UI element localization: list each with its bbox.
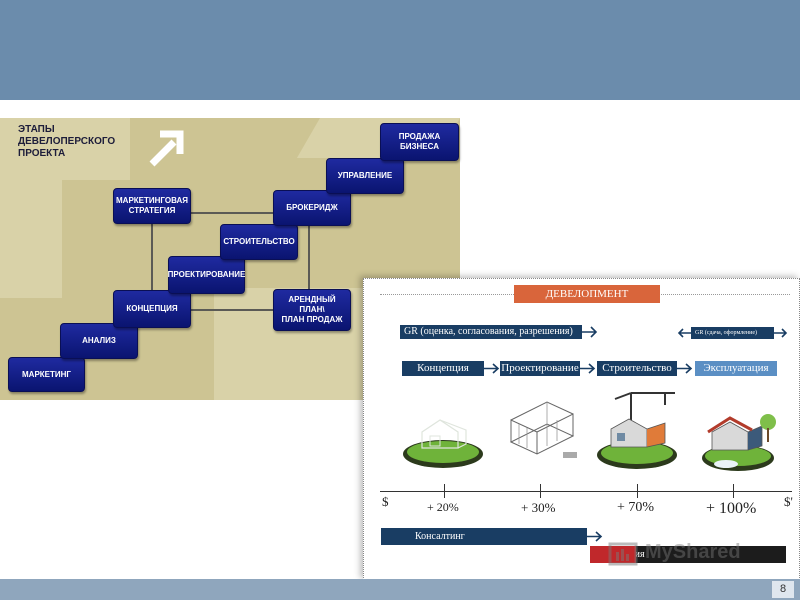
arrow-right-icon: [582, 326, 598, 338]
phase-exploitation: Эксплуатация: [695, 361, 777, 376]
phase-construction: Строительство: [597, 361, 677, 376]
scale-start-label: $: [382, 494, 389, 509]
watermark-logo-icon: [608, 542, 638, 566]
house-exploitation-illustration: [702, 414, 776, 471]
phase-design: Проектирование: [500, 361, 580, 376]
value-timeline-axis: [380, 491, 792, 492]
stages-title: ЭТАПЫ ДЕВЕЛОПЕРСКОГО ПРОЕКТА: [18, 124, 116, 159]
stage-construction: СТРОИТЕЛЬСТВО: [220, 224, 298, 260]
arrow-right-icon: [484, 363, 500, 374]
stage-marketing-strategy: МАРКЕТИНГОВАЯ СТРАТЕГИЯ: [113, 188, 191, 224]
realization-accent: [590, 546, 636, 563]
arrow-right-icon: [677, 363, 693, 374]
header-band: [0, 0, 800, 100]
consulting-bar: Консалтинг: [381, 528, 587, 545]
stage-brokerage: БРОКЕРИДЖ: [273, 190, 351, 226]
scale-value-100: + 100%: [706, 500, 757, 517]
timeline-tick: [733, 484, 734, 498]
connector-line: [190, 212, 280, 214]
stage-rental-plan: АРЕНДНЫЙ ПЛАН\ ПЛАН ПРОДАЖ: [273, 289, 351, 331]
stage-management: УПРАВЛЕНИЕ: [326, 158, 404, 194]
arrow-up-right-icon: [149, 130, 184, 167]
house-construction-illustration: [597, 392, 677, 469]
development-title: ДЕВЕЛОПМЕНТ: [514, 285, 660, 303]
house-concept-illustration: [403, 419, 483, 468]
scale-value-30: + 30%: [521, 500, 556, 515]
arrow-right-icon: [587, 531, 603, 542]
connector-line: [151, 223, 153, 297]
stage-business-sale: ПРОДАЖА БИЗНЕСА: [380, 123, 459, 161]
scale-value-70: + 70%: [617, 500, 655, 515]
connector-line: [308, 223, 310, 289]
gr-approvals-bar: GR (оценка, согласования, разрешения): [400, 325, 582, 339]
connector-line: [191, 309, 275, 311]
stage-design: ПРОЕКТИРОВАНИЕ: [168, 256, 245, 294]
timeline-tick: [444, 484, 445, 498]
stage-concept: КОНЦЕПЦИЯ: [113, 290, 191, 328]
timeline-tick: [637, 484, 638, 498]
footer-band: [0, 579, 800, 600]
arrow-right-icon: [774, 328, 788, 338]
arrow-right-icon: [580, 363, 596, 374]
timeline-tick: [540, 484, 541, 498]
house-design-illustration: [497, 392, 587, 466]
stage-marketing: МАРКЕТИНГ: [8, 357, 85, 392]
watermark-text: MyShared: [645, 541, 741, 563]
stage-analysis: АНАЛИЗ: [60, 323, 138, 359]
arrow-left-icon: [677, 328, 691, 338]
scale-end-label: $': [784, 494, 793, 509]
gr-handover-bar: GR (сдача, оформление): [691, 327, 774, 339]
phase-concept: Концепция: [402, 361, 484, 376]
scale-value-20: + 20%: [427, 500, 459, 514]
page-number: 8: [772, 581, 794, 598]
